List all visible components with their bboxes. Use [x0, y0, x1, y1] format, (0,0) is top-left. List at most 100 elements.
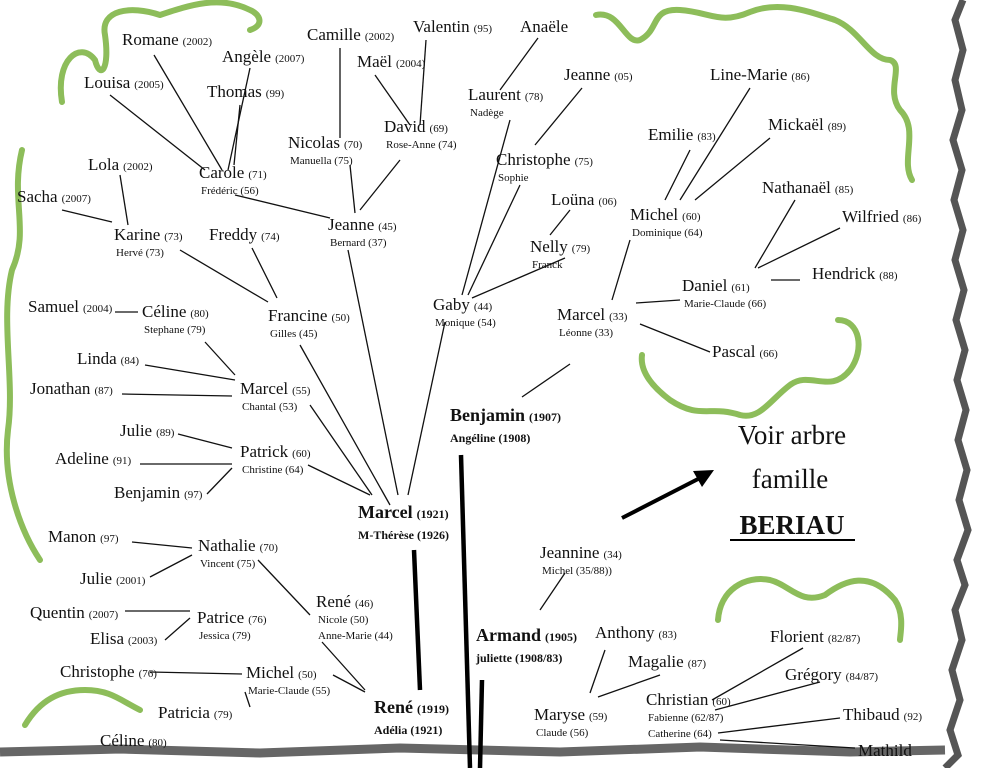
- person-name: Thomas: [207, 82, 262, 101]
- relationship-line: [144, 364, 236, 381]
- person-years: (95): [474, 23, 493, 35]
- person-karine: Karine(73)Hervé (73): [114, 225, 183, 259]
- ancestor-trunks: [411, 454, 485, 768]
- person-years: (80): [148, 737, 167, 749]
- person-name: Christophe: [60, 662, 135, 681]
- note-line-1: Voir arbre: [738, 420, 846, 450]
- person-years: (55): [292, 385, 311, 397]
- person-years: (87): [688, 658, 707, 670]
- person-benjamin97: Benjamin(97): [114, 483, 203, 502]
- person-years: (2002): [123, 161, 153, 173]
- person-name: Lola: [88, 155, 120, 174]
- person-years: (66): [759, 348, 778, 360]
- person-name: Julie: [80, 569, 112, 588]
- relationship-line: [204, 341, 236, 376]
- relationship-line: [539, 572, 566, 611]
- relationship-line: [754, 199, 796, 269]
- person-name: Francine: [268, 306, 327, 325]
- relationship-line: [153, 54, 223, 171]
- person-name: Michel: [246, 663, 294, 682]
- person-years: (1919): [417, 702, 449, 716]
- person-name: Marcel: [240, 379, 288, 398]
- person-years: (1905): [545, 630, 577, 644]
- person-name: Anthony: [595, 623, 655, 642]
- relationship-line: [321, 641, 366, 691]
- person-years: (50): [331, 312, 350, 324]
- person-name: Mathild: [858, 741, 912, 760]
- spouse-name: Franck: [532, 259, 563, 271]
- relationship-line: [499, 37, 539, 91]
- person-name: Grégory: [785, 665, 842, 684]
- relationship-line: [234, 194, 331, 219]
- person-name: David: [384, 117, 426, 136]
- person-years: (2004): [83, 303, 113, 315]
- relationship-line: [244, 691, 251, 708]
- person-years: (76): [248, 614, 267, 626]
- person-name: Nathanaël: [762, 178, 831, 197]
- relationship-line: [299, 344, 391, 506]
- person-name: Quentin: [30, 603, 85, 622]
- person-name: Armand: [476, 625, 541, 645]
- person-years: (2007): [62, 193, 92, 205]
- person-years: (88): [879, 270, 898, 282]
- person-name: Louisa: [84, 73, 131, 92]
- relationship-line: [206, 467, 233, 495]
- note-line-3: BERIAU: [739, 510, 844, 540]
- spouse-name: Stephane (79): [144, 324, 206, 336]
- person-marcel1921: Marcel(1921)M-Thérèse (1926): [358, 502, 449, 542]
- relationship-line: [347, 249, 399, 496]
- person-florient: Florient(82/87): [770, 627, 861, 646]
- relationship-line: [719, 739, 856, 749]
- person-years: (2007): [89, 609, 119, 621]
- person-years: (74): [261, 231, 280, 243]
- person-name: Manon: [48, 527, 97, 546]
- person-name: René: [316, 592, 351, 611]
- vine-mid-right: [638, 317, 862, 419]
- person-name: Florient: [770, 627, 824, 646]
- person-armand: Armand(1905)juliette (1908/83): [475, 625, 577, 665]
- person-years: (99): [266, 88, 285, 100]
- person-name: Michel: [630, 205, 678, 224]
- vine-top-left: [57, 0, 263, 105]
- person-name: Linda: [77, 349, 117, 368]
- person-name: Maryse: [534, 705, 585, 724]
- person-name: Christian: [646, 690, 709, 709]
- relationship-line: [374, 74, 411, 126]
- person-nelly: Nelly(79)Franck: [530, 237, 590, 271]
- person-name: Valentin: [413, 17, 470, 36]
- vine-bottom-left: [22, 687, 143, 728]
- person-years: (89): [828, 121, 847, 133]
- relationship-line: [407, 321, 446, 496]
- person-thomas: Thomas (99): [207, 82, 284, 101]
- relationship-line: [461, 119, 511, 296]
- person-years: (59): [589, 711, 608, 723]
- relationship-line: [233, 104, 241, 166]
- relationship-line: [679, 87, 751, 201]
- person-name: Camille: [307, 25, 361, 44]
- relationship-line: [419, 39, 427, 126]
- person-name: Pascal: [712, 342, 756, 361]
- relationship-line: [639, 323, 711, 353]
- person-mathilde: Mathild: [858, 741, 912, 760]
- person-name: Julie: [120, 421, 152, 440]
- person-francine: Francine(50)Gilles (45): [268, 306, 350, 340]
- see-beriau-note: Voir arbre famille BERIAU: [730, 420, 855, 541]
- person-christian: Christian(60)Fabienne (62/87)Catherine (…: [646, 690, 731, 740]
- person-thibaud: Thibaud(92): [843, 705, 922, 724]
- person-years: (33): [609, 311, 628, 323]
- person-anthony: Anthony(83): [595, 623, 677, 642]
- person-name: Nelly: [530, 237, 568, 256]
- spouse-name: Michel (35/88)): [542, 565, 612, 577]
- relationship-line: [549, 209, 571, 236]
- relationship-line: [534, 87, 583, 146]
- person-name: Nicolas: [288, 133, 340, 152]
- person-name: Anaële: [520, 17, 568, 36]
- relationship-line: [309, 404, 373, 496]
- person-rene1919: René(1919)Adélia (1921): [374, 697, 449, 737]
- spouse-name: Vincent (75): [200, 558, 256, 570]
- person-jeanne05: Jeanne(05): [564, 65, 633, 84]
- person-name: Emilie: [648, 125, 693, 144]
- person-name: Jeanne: [564, 65, 610, 84]
